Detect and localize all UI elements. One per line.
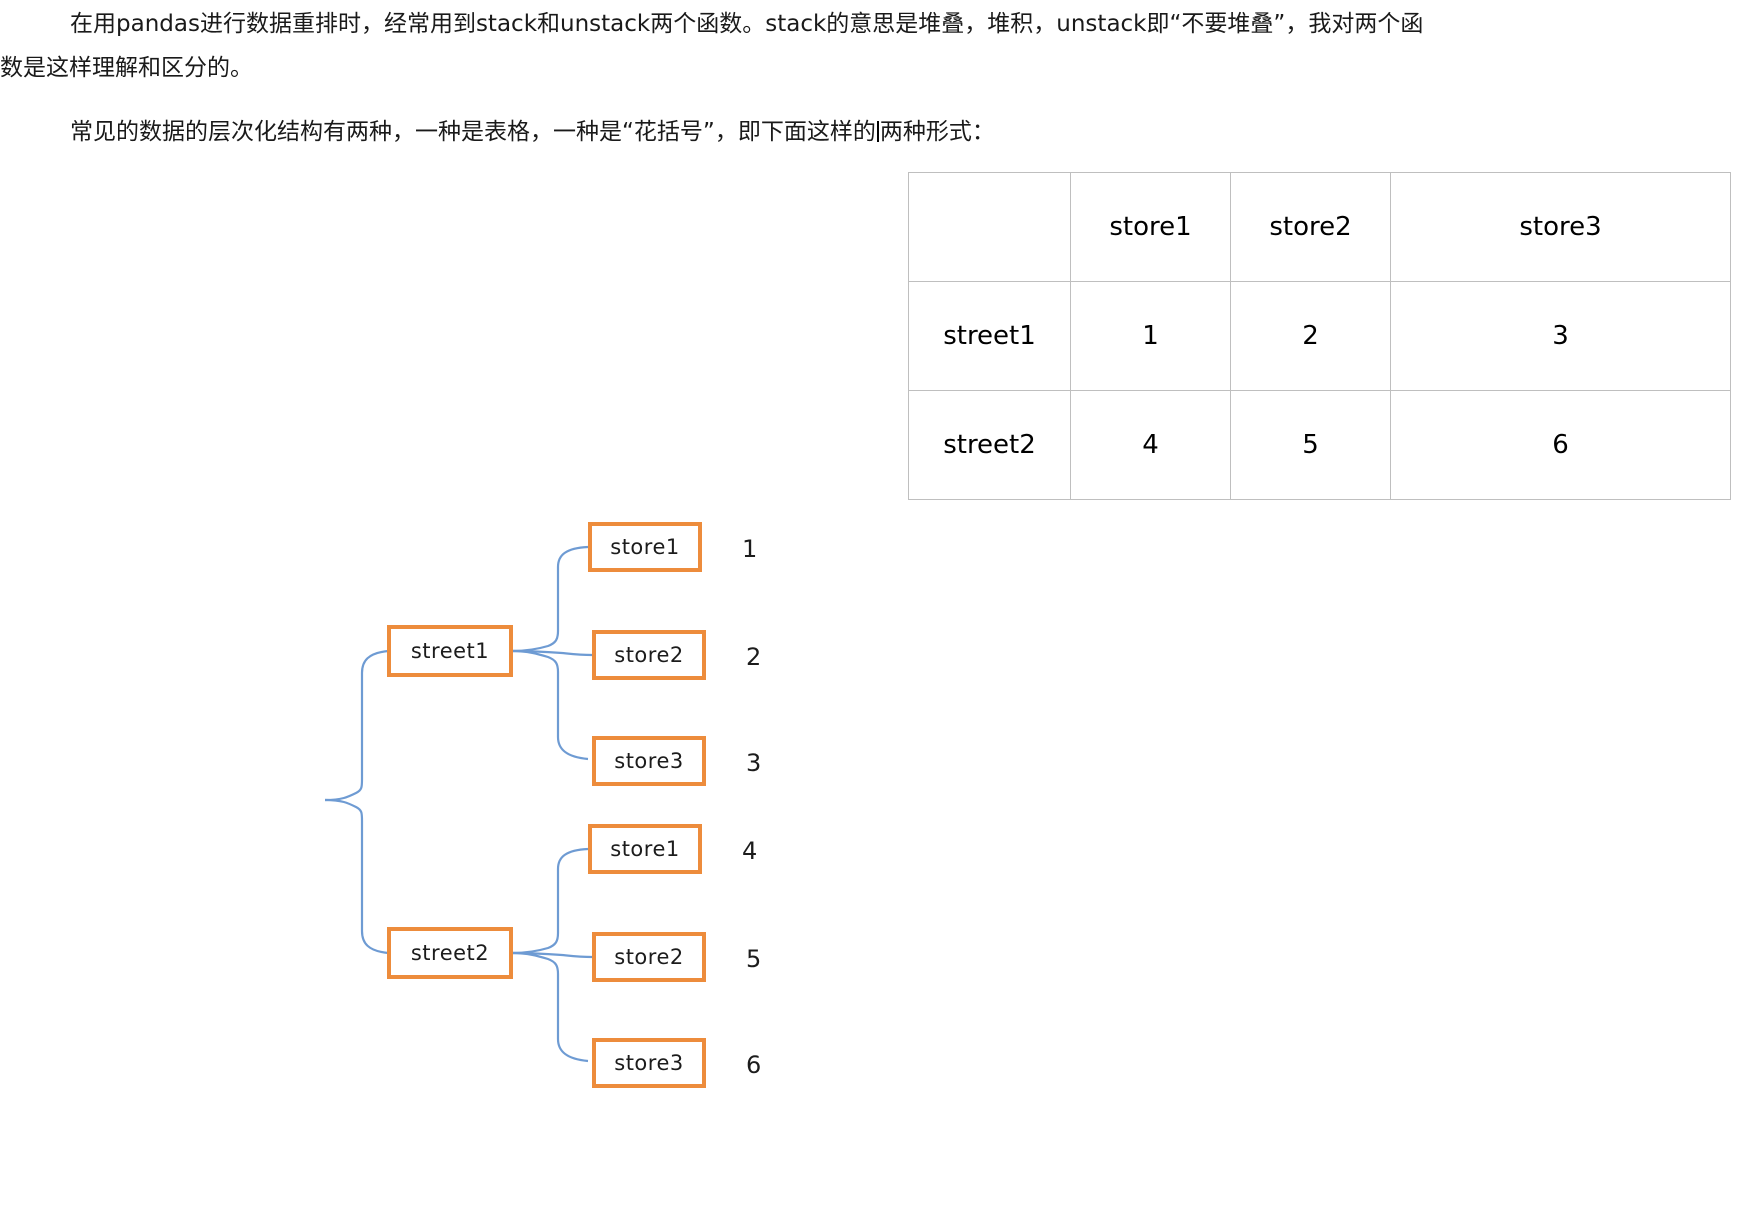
brace-tree-diagram: street1 street2 store1 1 store2 2 store3… [300, 505, 820, 1105]
table-row: street1 1 2 3 [908, 281, 1731, 391]
table-cell: 4 [1070, 390, 1231, 500]
tree-leaf-value-6: 6 [746, 1051, 762, 1079]
tree-node-street1[interactable]: street1 [387, 625, 513, 677]
tree-leaf-value-2: 2 [746, 643, 762, 671]
tree-leaf-street1-store3[interactable]: store3 [592, 736, 706, 786]
table-cell: 6 [1390, 390, 1731, 500]
paragraph-1-line-1: 在用pandas进行数据重排时，经常用到stack和unstack两个函数。st… [70, 11, 1424, 37]
tree-connectors [324, 545, 593, 1063]
paragraph-2-before-caret: 常见的数据的层次化结构有两种，一种是表格，一种是“花括号”，即下面这样的 [70, 119, 876, 145]
tree-node-label: street1 [410, 639, 490, 663]
text-cursor [876, 121, 879, 142]
table-cell: 2 [1230, 281, 1391, 391]
tree-leaf-value-5: 5 [746, 945, 762, 973]
table-corner-cell [908, 172, 1071, 282]
table-row-header-street2: street2 [908, 390, 1071, 500]
tree-leaf-label: store2 [614, 643, 684, 667]
paragraph-2: 常见的数据的层次化结构有两种，一种是表格，一种是“花括号”，即下面这样的两种形式… [0, 110, 995, 154]
table-cell: 5 [1230, 390, 1391, 500]
table-row: street2 4 5 6 [908, 390, 1731, 500]
table-col-header-store3: store3 [1390, 172, 1731, 282]
tree-leaf-street2-store1[interactable]: store1 [588, 824, 702, 874]
tree-leaf-value-1: 1 [742, 535, 758, 563]
tree-leaf-label: store3 [614, 749, 684, 773]
tree-leaf-label: store2 [614, 945, 684, 969]
tree-node-street2[interactable]: street2 [387, 927, 513, 979]
table-cell: 3 [1390, 281, 1731, 391]
tree-leaf-label: store1 [610, 837, 680, 861]
tree-node-label: street2 [410, 941, 490, 965]
table-col-header-store1: store1 [1070, 172, 1231, 282]
data-table: store1 store2 store3 street1 1 2 3 stree… [908, 172, 1731, 500]
tree-leaf-label: store1 [610, 535, 680, 559]
table-col-header-store2: store2 [1230, 172, 1391, 282]
tree-leaf-value-4: 4 [742, 837, 758, 865]
tree-leaf-value-3: 3 [746, 749, 762, 777]
paragraph-1: 在用pandas进行数据重排时，经常用到stack和unstack两个函数。st… [0, 2, 1423, 90]
tree-leaf-label: store3 [614, 1051, 684, 1075]
tree-leaf-street1-store1[interactable]: store1 [588, 522, 702, 572]
table-header-row: store1 store2 store3 [908, 172, 1731, 282]
paragraph-2-after-caret: 两种形式： [879, 119, 995, 145]
tree-leaf-street2-store2[interactable]: store2 [592, 932, 706, 982]
paragraph-1-line-2: 数是这样理解和区分的。 [0, 55, 253, 81]
table-row-header-street1: street1 [908, 281, 1071, 391]
tree-leaf-street2-store3[interactable]: store3 [592, 1038, 706, 1088]
tree-leaf-street1-store2[interactable]: store2 [592, 630, 706, 680]
table-cell: 1 [1070, 281, 1231, 391]
